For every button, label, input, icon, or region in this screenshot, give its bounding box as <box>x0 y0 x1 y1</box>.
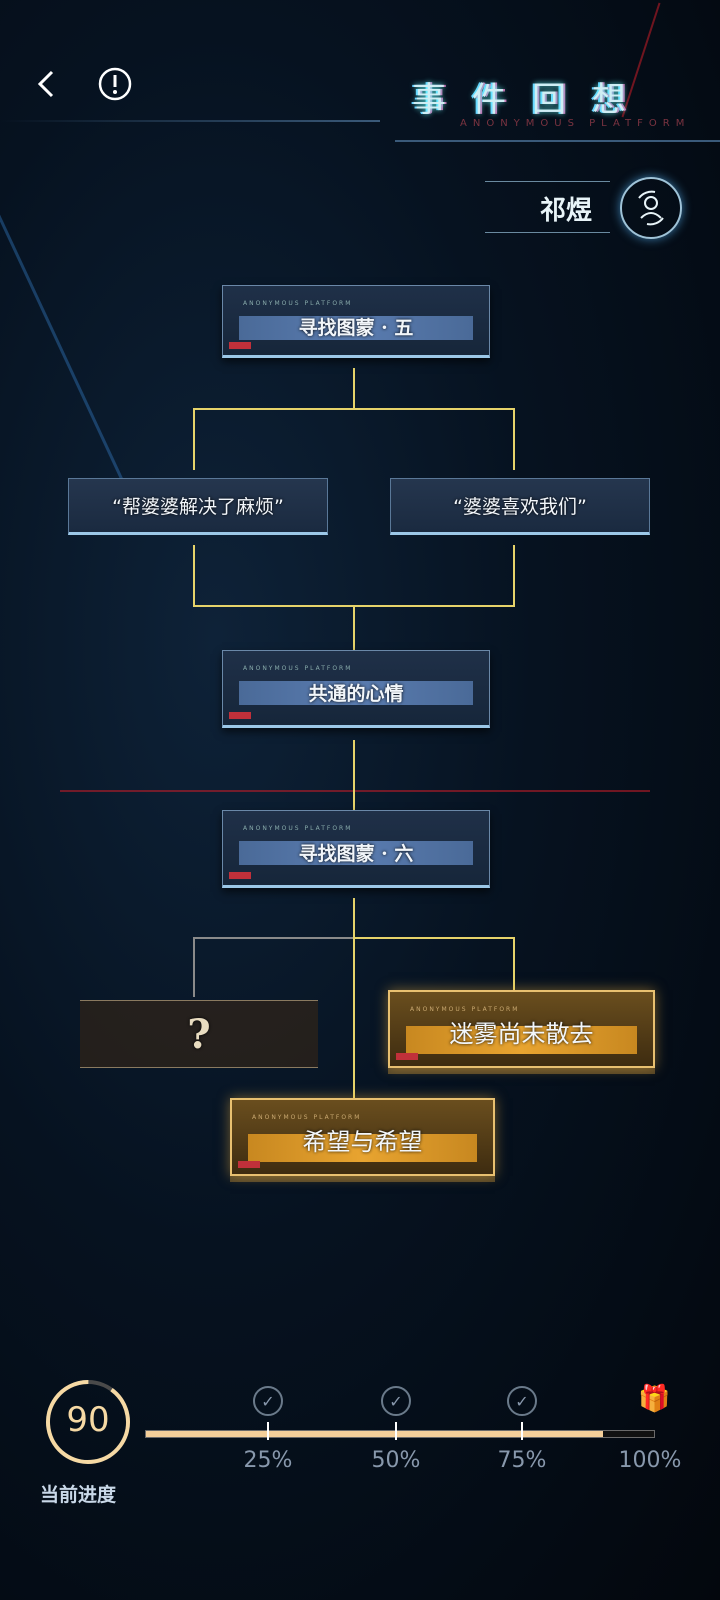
exclamation-circle-icon <box>98 67 132 101</box>
milestone-label: 100% <box>618 1448 682 1473</box>
connector-locked <box>193 937 195 997</box>
ending-node[interactable]: ANONYMOUS PLATFORM 迷雾尚未散去 <box>388 990 655 1068</box>
connector <box>513 937 515 992</box>
node-label: “帮婆婆解决了麻烦” <box>112 496 284 518</box>
choice-node[interactable]: “婆婆喜欢我们” <box>390 478 650 535</box>
locked-node[interactable]: ? <box>80 1000 318 1068</box>
event-node[interactable]: ANONYMOUS PLATFORM 寻找图蒙 · 五 <box>222 285 490 358</box>
node-label: 希望与希望 <box>302 1127 423 1156</box>
node-caption: ANONYMOUS PLATFORM <box>252 1114 362 1121</box>
node-tag <box>396 1053 418 1060</box>
progress-bar-fill <box>146 1431 604 1437</box>
choice-node[interactable]: “帮婆婆解决了麻烦” <box>68 478 328 535</box>
node-label: 迷雾尚未散去 <box>449 1019 594 1048</box>
connector <box>193 408 515 410</box>
node-caption: ANONYMOUS PLATFORM <box>243 300 353 307</box>
event-node[interactable]: ANONYMOUS PLATFORM 共通的心情 <box>222 650 490 728</box>
check-circle-icon: ✓ <box>507 1386 537 1416</box>
connector <box>353 605 355 650</box>
milestone-label: 75% <box>497 1448 547 1473</box>
progress-value: 90 <box>66 1400 110 1440</box>
node-bar <box>406 1026 637 1054</box>
connector <box>353 937 515 939</box>
node-bar <box>239 316 473 340</box>
node-tag <box>238 1161 260 1168</box>
bg-decor-line <box>0 213 127 487</box>
header-divider <box>0 120 380 122</box>
node-label: 寻找图蒙 · 五 <box>298 317 414 339</box>
node-label: 寻找图蒙 · 六 <box>298 842 414 865</box>
progress-ring <box>45 1380 130 1464</box>
node-tag <box>229 342 251 349</box>
connector <box>353 368 355 409</box>
node-bar <box>239 841 473 865</box>
progress-bar[interactable] <box>145 1430 655 1438</box>
node-bar <box>239 681 473 705</box>
check-circle-icon: ✓ <box>381 1386 411 1416</box>
divider <box>485 232 610 233</box>
page-title: 事件回想 <box>412 80 652 120</box>
node-caption: ANONYMOUS PLATFORM <box>243 665 353 672</box>
character-name: 祁煜 <box>540 196 593 226</box>
event-node[interactable]: ANONYMOUS PLATFORM 寻找图蒙 · 六 <box>222 810 490 888</box>
user-switch-icon <box>638 190 664 226</box>
milestone-label: 50% <box>371 1448 421 1473</box>
info-button[interactable] <box>97 66 133 102</box>
check-circle-icon: ✓ <box>253 1386 283 1416</box>
node-caption: ANONYMOUS PLATFORM <box>243 825 353 832</box>
gift-icon[interactable]: 🎁 <box>638 1384 671 1414</box>
ending-node[interactable]: ANONYMOUS PLATFORM 希望与希望 <box>230 1098 495 1176</box>
page-subtitle: ANONYMOUS PLATFORM <box>460 118 691 129</box>
back-button[interactable] <box>30 66 62 102</box>
node-label: 共通的心情 <box>308 682 404 705</box>
connector-locked <box>193 937 353 939</box>
connector <box>353 898 355 1100</box>
node-label: ? <box>187 1010 211 1058</box>
switch-character-button[interactable] <box>620 177 682 239</box>
connector <box>193 408 195 470</box>
header-divider <box>395 140 720 142</box>
milestone-marker <box>267 1422 269 1440</box>
node-caption: ANONYMOUS PLATFORM <box>410 1006 520 1013</box>
node-label: “婆婆喜欢我们” <box>453 496 587 518</box>
progress-label: 当前进度 <box>40 1484 117 1506</box>
connector <box>513 408 515 470</box>
node-tag <box>229 872 251 879</box>
bg-decor-line <box>60 790 650 792</box>
divider <box>485 181 610 182</box>
node-bar <box>248 1134 477 1162</box>
milestone-label: 25% <box>243 1448 293 1473</box>
connector <box>193 545 195 606</box>
connector <box>353 740 355 810</box>
node-tag <box>229 712 251 719</box>
milestone-marker <box>521 1422 523 1440</box>
chevron-left-icon <box>37 70 54 98</box>
milestone-marker <box>395 1422 397 1440</box>
connector <box>513 545 515 606</box>
